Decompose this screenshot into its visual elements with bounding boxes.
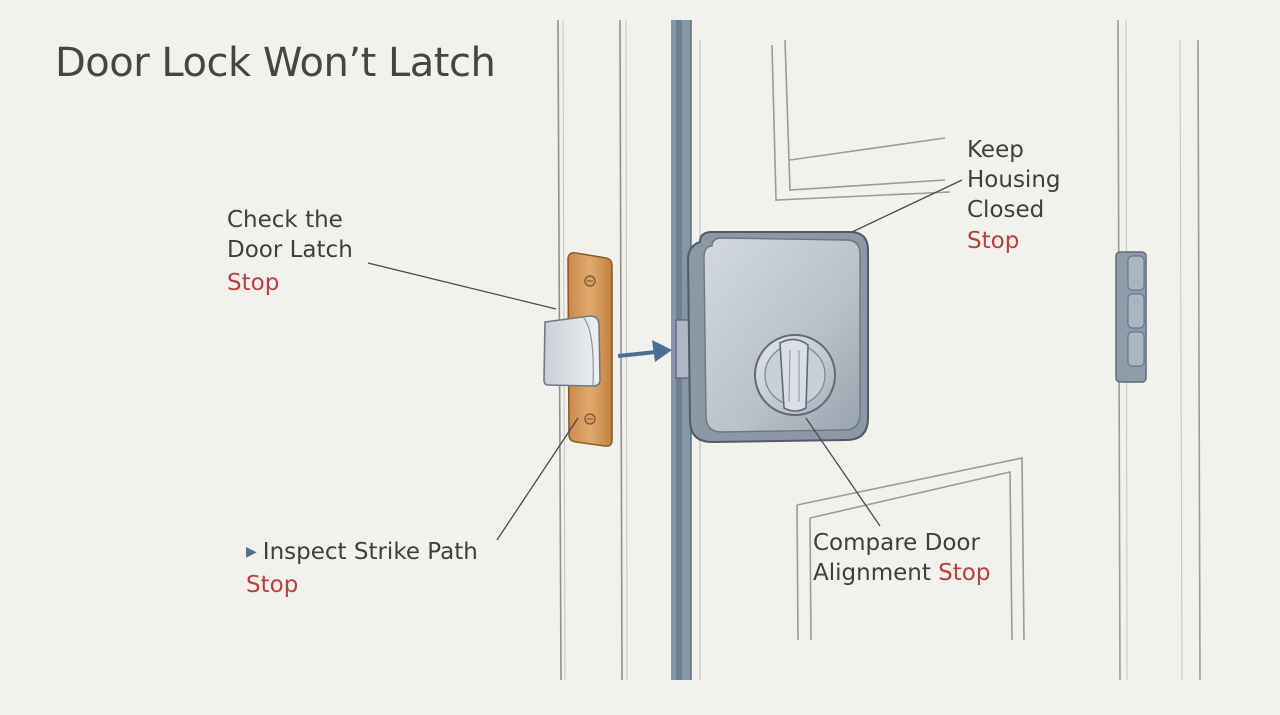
callout-check-latch: Check the Door Latch Stop [227,205,353,298]
latch-bolt [543,315,601,387]
status-stop: Stop [967,228,1020,254]
thumb-turn-knob [754,334,836,416]
callout-inspect-strike-path: ▶ Inspect Strike Path Stop [246,537,478,600]
page-title: Door Lock Won’t Latch [55,40,496,86]
callout-line: Closed [967,197,1045,223]
status-stop: Stop [227,270,280,296]
callout-line: Keep [967,137,1024,163]
callout-line: Housing [967,167,1061,193]
callout-line: Check the [227,207,343,233]
status-stop: Stop [938,560,991,586]
callout-line: Compare Door [813,530,980,556]
callout-line: Inspect Strike Path [262,539,478,565]
callout-compare-door-alignment: Compare Door Alignment Stop [813,528,990,588]
callout-line: Door Latch [227,237,353,263]
door-panels [699,39,1025,680]
triangle-marker-icon: ▶ [246,544,257,560]
hinge [1115,251,1147,383]
callout-line: Alignment [813,560,931,586]
callout-keep-housing-closed: Keep Housing Closed Stop [967,135,1061,256]
status-stop: Stop [246,572,299,598]
leader-lines [367,179,963,541]
right-arrow-icon [617,340,672,362]
